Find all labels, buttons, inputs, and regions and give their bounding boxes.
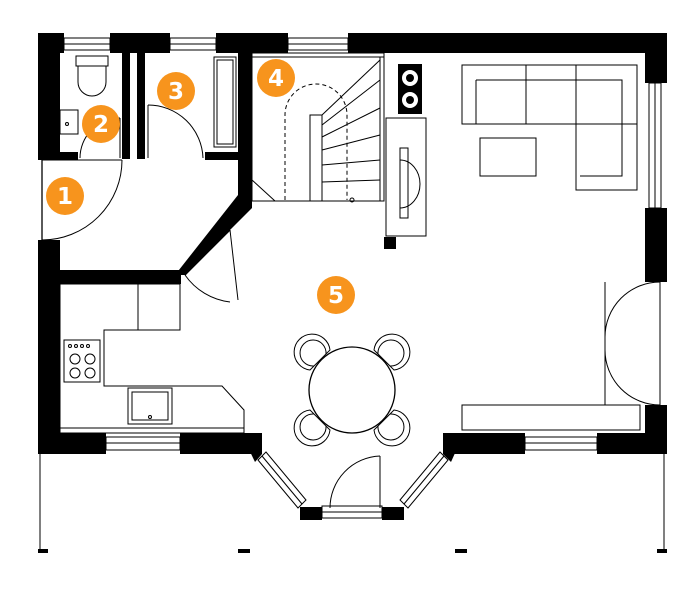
window-bottom-kitchen [105,436,181,451]
room-marker-2: 2 [82,105,120,143]
room-label: 1 [57,184,73,210]
wc-fixtures [59,55,109,135]
terrace-outline [38,454,667,553]
room-marker-badge [157,72,195,110]
interior-walls [38,53,396,284]
kitchen-counter [59,283,245,434]
bathtub [213,56,237,148]
door-bay [321,455,383,519]
chair [373,333,411,371]
tv-cabinet [385,117,427,237]
staircase [251,52,385,203]
room-marker-1: 1 [46,177,84,215]
washbasin [59,109,79,135]
window-top-stairs [287,37,349,51]
window-bottom-living [524,436,598,451]
window-bay-right [399,451,449,509]
room-marker-5: 5 [317,276,355,314]
window-bay-left [257,451,307,509]
chair [293,409,331,447]
room-marker-badge [257,59,295,97]
sofa [461,64,638,191]
windows [63,37,662,509]
chair [373,409,411,447]
room-marker-badge [82,105,120,143]
door-balcony-right [604,281,661,406]
window-top-wc [63,37,111,51]
room-label: 2 [93,112,109,138]
room-label: 3 [168,79,184,105]
chair [293,333,331,371]
room-label: 5 [328,283,344,309]
door-bath [147,104,204,159]
door-hall [184,229,239,303]
stove-unit [398,64,422,114]
cooktop [63,339,101,383]
exterior-walls [38,33,667,520]
door-entrance [41,159,123,241]
window-right [648,82,662,209]
window-top-bath [169,37,217,51]
dining-set [293,333,411,447]
room-label: 4 [268,66,284,92]
sideboard [461,404,641,431]
room-marker-4: 4 [257,59,295,97]
kitchen-sink [127,387,173,425]
toilet [75,55,109,97]
room-marker-badge [46,177,84,215]
room-marker-badge [317,276,355,314]
coffee-table [479,137,537,177]
doors [41,104,661,519]
room-marker-3: 3 [157,72,195,110]
dining-table [308,346,396,434]
